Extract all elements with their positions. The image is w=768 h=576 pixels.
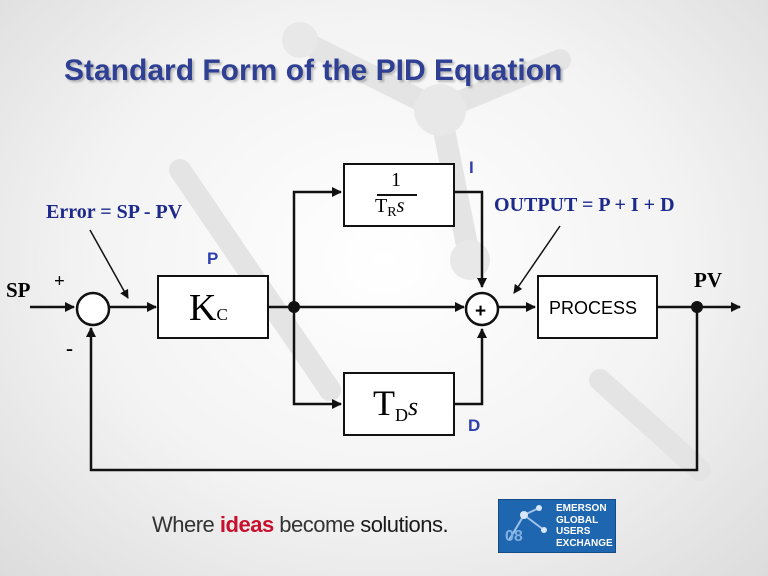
derivative-path-out xyxy=(455,328,487,406)
tagline-where: Where xyxy=(152,512,220,537)
process-label: PROCESS xyxy=(549,298,638,318)
pv-label: PV xyxy=(694,268,722,292)
output-pointer-arrow xyxy=(513,225,561,294)
page-title: Standard Form of the PID Equation xyxy=(64,54,563,87)
process-block: PROCESS xyxy=(537,275,658,339)
derivative-sub: D xyxy=(395,405,408,425)
p-tag: P xyxy=(207,249,219,268)
error-annotation: Error = SP - PV xyxy=(46,201,183,223)
derivative-path-in xyxy=(292,307,342,409)
logo-graphic-icon xyxy=(508,505,547,541)
sp-label: SP xyxy=(6,278,31,302)
logo-line: EXCHANGE xyxy=(556,537,613,549)
pv-takeoff-point xyxy=(691,301,703,313)
kc-block: KC xyxy=(157,275,269,339)
integral-den-main: T xyxy=(375,195,388,217)
logo-line: GLOBAL xyxy=(556,514,599,526)
output-summing-junction xyxy=(464,291,500,327)
integral-path-in xyxy=(292,187,342,307)
tagline-ideas: ideas xyxy=(219,512,274,537)
plus-sign: + xyxy=(54,271,65,292)
derivative-block: TDs xyxy=(343,372,455,436)
logo-line: EMERSON xyxy=(556,503,607,514)
logo-text: EMERSON GLOBAL USERS EXCHANGE xyxy=(556,503,613,549)
kc-sub: C xyxy=(216,305,228,324)
d-tag: D xyxy=(468,416,481,435)
derivative-var: s xyxy=(408,392,419,421)
output-annotation: OUTPUT = P + I + D xyxy=(494,194,675,216)
emerson-logo xyxy=(498,499,616,553)
logo-line: USERS xyxy=(556,526,591,537)
i-tag: I xyxy=(469,158,474,177)
integral-path-out xyxy=(455,190,487,288)
derivative-main: T xyxy=(373,383,395,423)
minus-sign: - xyxy=(66,336,73,360)
sum-plus-sign: + xyxy=(475,301,487,322)
integral-block: 1 TRs xyxy=(343,163,455,227)
integral-numerator: 1 xyxy=(391,169,401,191)
tagline-become: become xyxy=(273,512,361,537)
tagline-solutions: solutions. xyxy=(360,512,449,537)
error-summing-junction xyxy=(75,291,111,327)
feedback-path xyxy=(86,307,699,472)
integral-den-sub: R xyxy=(387,205,397,220)
footer-tagline: Where ideas become solutions. xyxy=(152,512,449,538)
integral-den-var: s xyxy=(396,195,405,217)
logo-year: 08 xyxy=(505,528,523,545)
kc-main: K xyxy=(189,287,217,329)
branch-point xyxy=(288,301,300,313)
fraction-bar xyxy=(377,194,417,196)
error-pointer-arrow xyxy=(89,229,129,299)
